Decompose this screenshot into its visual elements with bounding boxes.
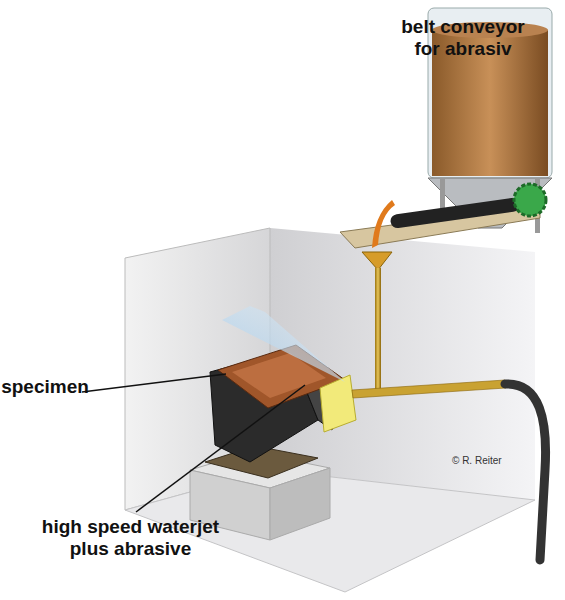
nozzle-guard (320, 375, 356, 432)
water-hose (505, 384, 546, 560)
copyright-note: © R. Reiter (452, 455, 532, 467)
component-label: high speed waterjet plus abrasive (28, 516, 233, 560)
conveyor-belt (390, 197, 521, 229)
pedestal-side (270, 468, 330, 540)
leader-line (136, 385, 305, 512)
feed-funnel (362, 252, 392, 270)
component-label: specimen (0, 376, 90, 398)
nozzle-tube (352, 380, 506, 398)
feed-tube (375, 268, 381, 392)
leader-line (82, 374, 226, 392)
abrasive-stream (372, 200, 395, 248)
water-spray (222, 306, 345, 382)
component-label: belt conveyor for abrasiv (388, 16, 538, 60)
drive-gear (514, 184, 546, 216)
